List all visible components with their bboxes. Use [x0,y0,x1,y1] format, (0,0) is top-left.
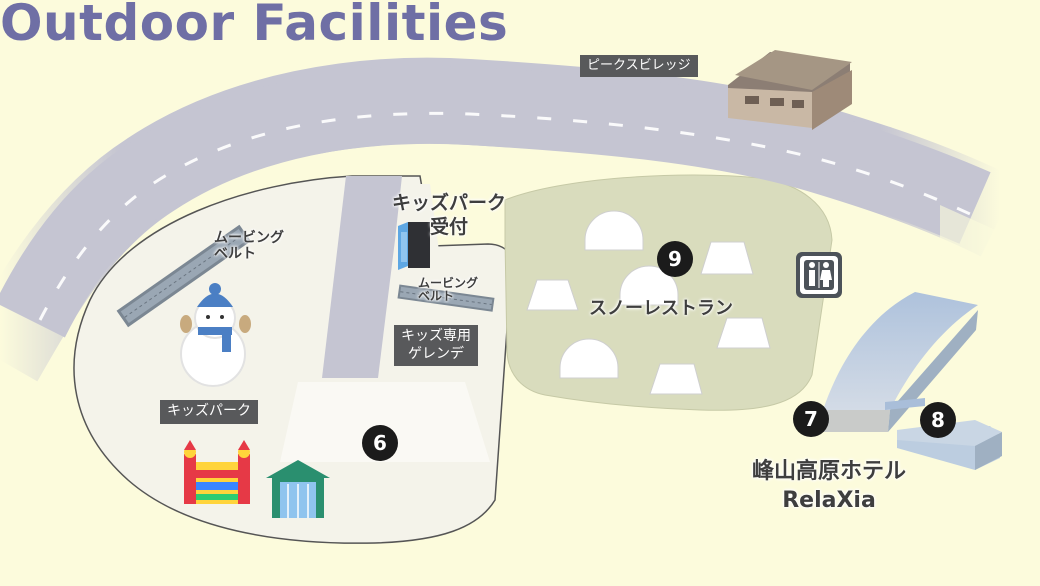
kids-park-reception-label: キッズパーク 受付 [392,192,507,238]
main-road-core [0,65,991,338]
hotel-label: 峰山高原ホテル RelaXia [752,459,907,513]
access-road [322,176,402,378]
peak-village-label: ピークスビレッジ [580,55,698,78]
marker-8[interactable]: 8 [920,402,956,438]
marker-9[interactable]: 9 [657,241,693,277]
hotel-building [823,292,1002,470]
road-fade-right [940,205,1040,300]
canopy-tent-icon [526,241,771,395]
kids-park-label: キッズパーク [160,400,258,424]
kids-slope-patch [280,382,490,462]
snowman-icon [180,283,251,387]
dome-tent-icon [559,210,679,379]
restroom-icon [796,252,842,298]
snow-restaurant-label: スノーレストラン [589,298,733,319]
slide-hut-icon [266,460,330,518]
moving-belt-label: ムービング ベルト [214,230,284,263]
moving-belt-icon [116,224,251,328]
road-centerline [38,111,971,321]
building-icon [728,50,852,130]
moving-belt-small-label: ムービング ベルト [418,276,479,303]
reception-booth-icon [398,222,430,270]
moving-belt-small-icon [397,284,495,312]
kids-slope-label: キッズ専用 ゲレンデ [394,325,478,366]
marker-6[interactable]: 6 [362,425,398,461]
bouncy-castle-icon [184,440,250,504]
page-title: Outdoor Facilities [0,0,509,52]
marker-7[interactable]: 7 [793,401,829,437]
